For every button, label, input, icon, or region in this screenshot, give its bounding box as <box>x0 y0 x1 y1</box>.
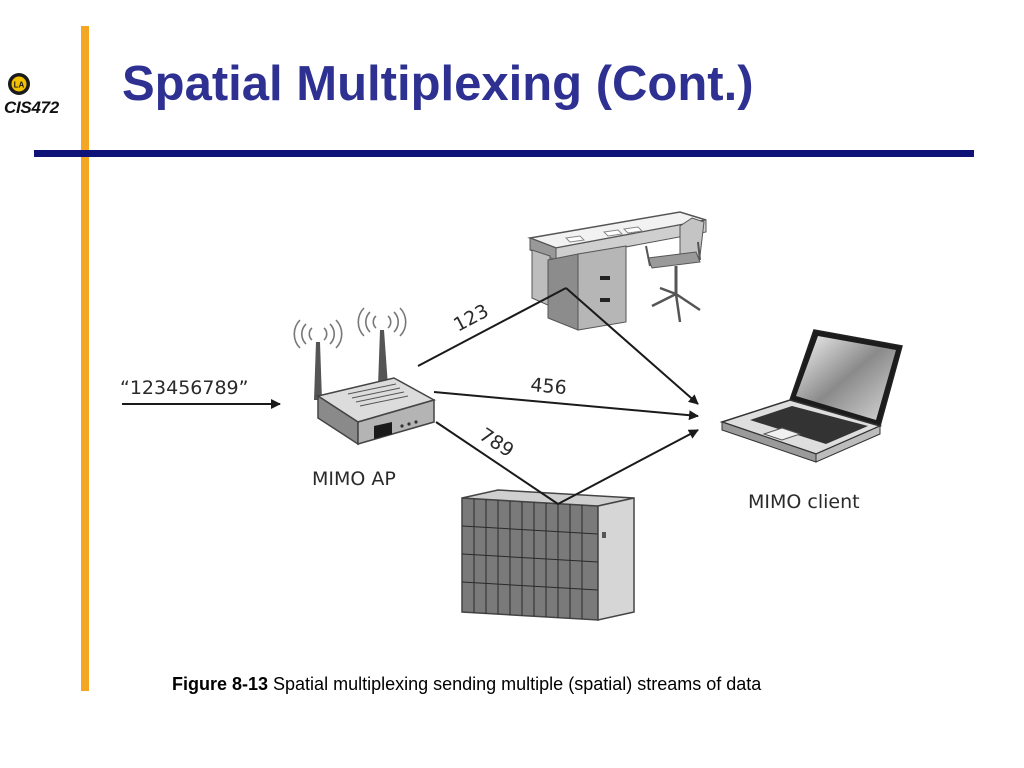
svg-text:LA: LA <box>14 81 25 90</box>
stream-789-arrow-to-client <box>557 429 699 505</box>
title-underline <box>34 150 974 157</box>
input-data-label: “123456789” <box>120 377 248 399</box>
slide-title: Spatial Multiplexing (Cont.) <box>122 57 754 111</box>
stream-123-arrow-to-client <box>565 287 699 405</box>
laptop-icon <box>719 329 903 463</box>
stream-789-path-to-cabinet <box>435 421 559 505</box>
mimo-ap-icon <box>293 307 436 446</box>
vertical-accent-bar <box>81 26 89 691</box>
file-cabinet-icon <box>461 489 635 621</box>
figure-caption: Figure 8-13 Spatial multiplexing sending… <box>172 674 761 695</box>
course-logo: LA CIS472 <box>4 72 76 122</box>
desk-icon <box>527 211 707 331</box>
stream-456-label: 456 <box>530 374 568 399</box>
stream-789-label: 789 <box>475 424 517 462</box>
mimo-ap-label: MIMO AP <box>312 468 396 490</box>
figure-number: Figure 8-13 <box>172 674 269 694</box>
stream-123-path-to-desk <box>417 287 567 367</box>
university-seal-icon: LA <box>8 73 30 95</box>
mimo-client-label: MIMO client <box>748 491 860 513</box>
spatial-multiplexing-diagram: “123456789” MIMO AP <box>120 211 903 621</box>
stream-456-arrow <box>433 391 699 421</box>
figure-caption-text: Spatial multiplexing sending multiple (s… <box>268 674 762 694</box>
course-code: CIS472 <box>4 98 59 117</box>
